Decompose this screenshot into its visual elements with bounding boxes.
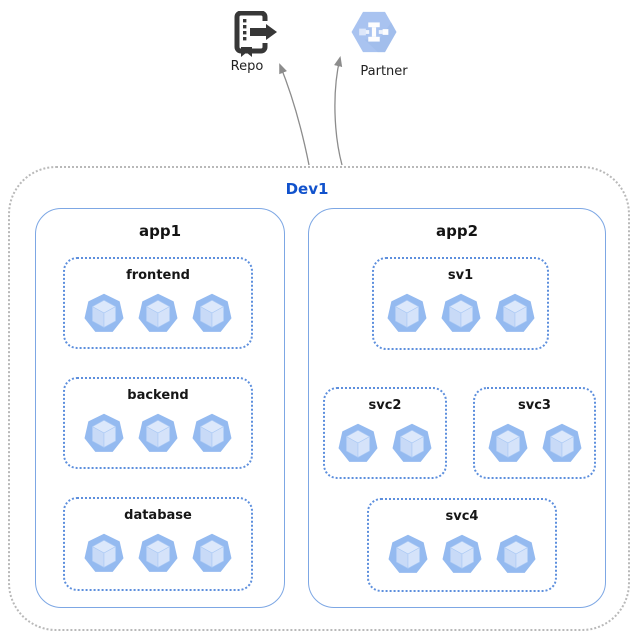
service-frontend: frontend <box>63 257 253 349</box>
pod-icon <box>192 292 232 334</box>
pod-icon <box>488 422 528 464</box>
pod-icon <box>387 292 427 334</box>
frontend-label: frontend <box>126 268 190 283</box>
svc4-label: svc4 <box>445 509 479 524</box>
svc2-pods <box>325 422 445 464</box>
partner-label: Partner <box>360 64 408 79</box>
pod-icon <box>192 412 232 454</box>
svc3-pods <box>475 422 594 464</box>
pod-icon <box>392 422 432 464</box>
service-svc4: svc4 <box>367 498 557 592</box>
service-backend: backend <box>63 377 253 469</box>
pod-icon <box>138 412 178 454</box>
repo-label: Repo <box>230 59 264 74</box>
pod-icon <box>441 292 481 334</box>
svc4-pods <box>369 533 555 575</box>
sv1-pods <box>374 292 547 334</box>
pod-icon <box>84 532 124 574</box>
edge-dev1-repo <box>279 63 310 166</box>
service-svc3: svc3 <box>473 387 596 479</box>
pod-icon <box>84 412 124 454</box>
service-svc2: svc2 <box>323 387 447 479</box>
app1-label: app1 <box>138 222 182 240</box>
svc2-label: svc2 <box>368 398 402 413</box>
backend-label: backend <box>127 388 189 403</box>
pod-icon <box>84 292 124 334</box>
pod-icon <box>542 422 582 464</box>
pod-icon <box>192 532 232 574</box>
pod-icon <box>138 292 178 334</box>
pod-icon <box>495 292 535 334</box>
service-sv1: sv1 <box>372 257 549 350</box>
database-pods <box>65 532 251 574</box>
database-label: database <box>124 508 192 523</box>
edge-dev1-partner <box>334 55 343 166</box>
app2-container: app2 sv1 svc2 <box>308 208 606 608</box>
source-repo-icon <box>231 11 279 57</box>
dev1-boundary-label: Dev1 <box>285 180 329 198</box>
pod-icon <box>496 533 536 575</box>
frontend-pods <box>65 292 251 334</box>
pod-icon <box>442 533 482 575</box>
partner-interconnect-icon <box>351 10 397 54</box>
service-database: database <box>63 497 253 591</box>
app1-container: app1 frontend backend <box>35 208 285 608</box>
pod-icon <box>388 533 428 575</box>
svc3-label: svc3 <box>518 398 551 413</box>
dev1-boundary <box>8 166 630 631</box>
pod-icon <box>338 422 378 464</box>
sv1-label: sv1 <box>447 268 474 283</box>
pod-icon <box>138 532 178 574</box>
app2-label: app2 <box>435 222 479 240</box>
backend-pods <box>65 412 251 454</box>
